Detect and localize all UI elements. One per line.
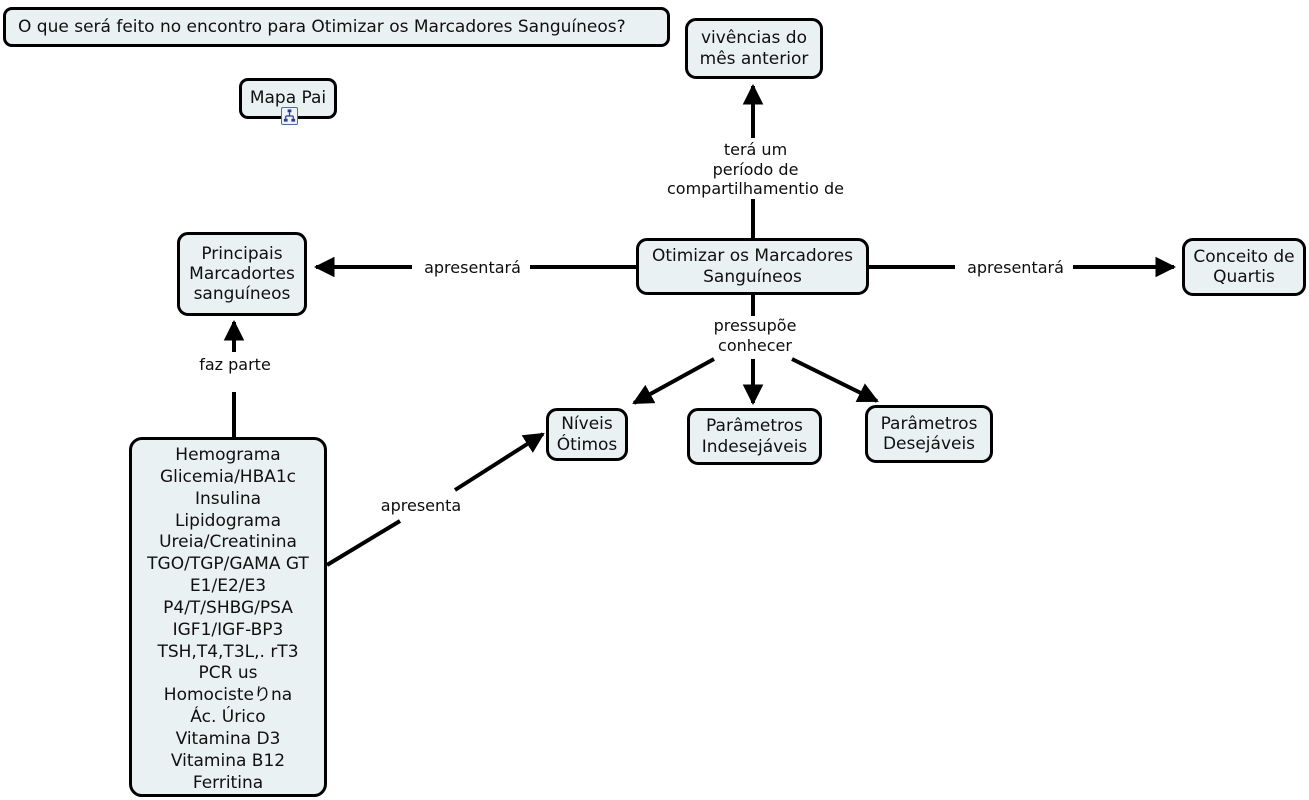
focus-question-node[interactable]: O que será feito no encontro para Otimiz…	[3, 7, 670, 47]
optimal-levels-node[interactable]: Níveis Ótimos	[546, 408, 628, 461]
edge-pressupoe-to-optimal-levels	[632, 357, 715, 405]
edge-label-apresentara-right: apresentará	[958, 258, 1073, 278]
marker-list-text: Hemograma Glicemia/HBA1c Insulina Lipido…	[147, 445, 309, 793]
concept-map-icon[interactable]	[281, 107, 298, 125]
concept-map-icon-glyph	[283, 109, 296, 122]
desirable-params-node[interactable]: Parâmetros Desejáveis	[865, 405, 993, 463]
edge-label-apresenta: apresenta	[370, 496, 472, 516]
undesirable-params-node[interactable]: Parâmetros Indesejáveis	[687, 408, 822, 465]
central-concept-node[interactable]: Otimizar os Marcadores Sanguíneos	[636, 238, 869, 295]
quartiles-node[interactable]: Conceito de Quartis	[1182, 238, 1306, 296]
main-markers-node[interactable]: Principais Marcadortes sanguíneos	[177, 232, 307, 316]
edge-label-pressupoe-conhecer: pressupõe conhecer	[692, 316, 818, 356]
parent-map-node[interactable]: Mapa Pai	[239, 78, 337, 119]
edge-label-tera-um-periodo: terá um período de compartilhamentio de	[651, 140, 860, 199]
experiences-node[interactable]: vivências do mês anterior	[685, 18, 823, 79]
edge-pressupoe-to-desirable	[791, 357, 879, 403]
marker-list-node[interactable]: Hemograma Glicemia/HBA1c Insulina Lipido…	[129, 437, 327, 797]
edge-label-faz-parte: faz parte	[183, 355, 287, 375]
edge-label-apresentara-left: apresentará	[415, 258, 530, 278]
